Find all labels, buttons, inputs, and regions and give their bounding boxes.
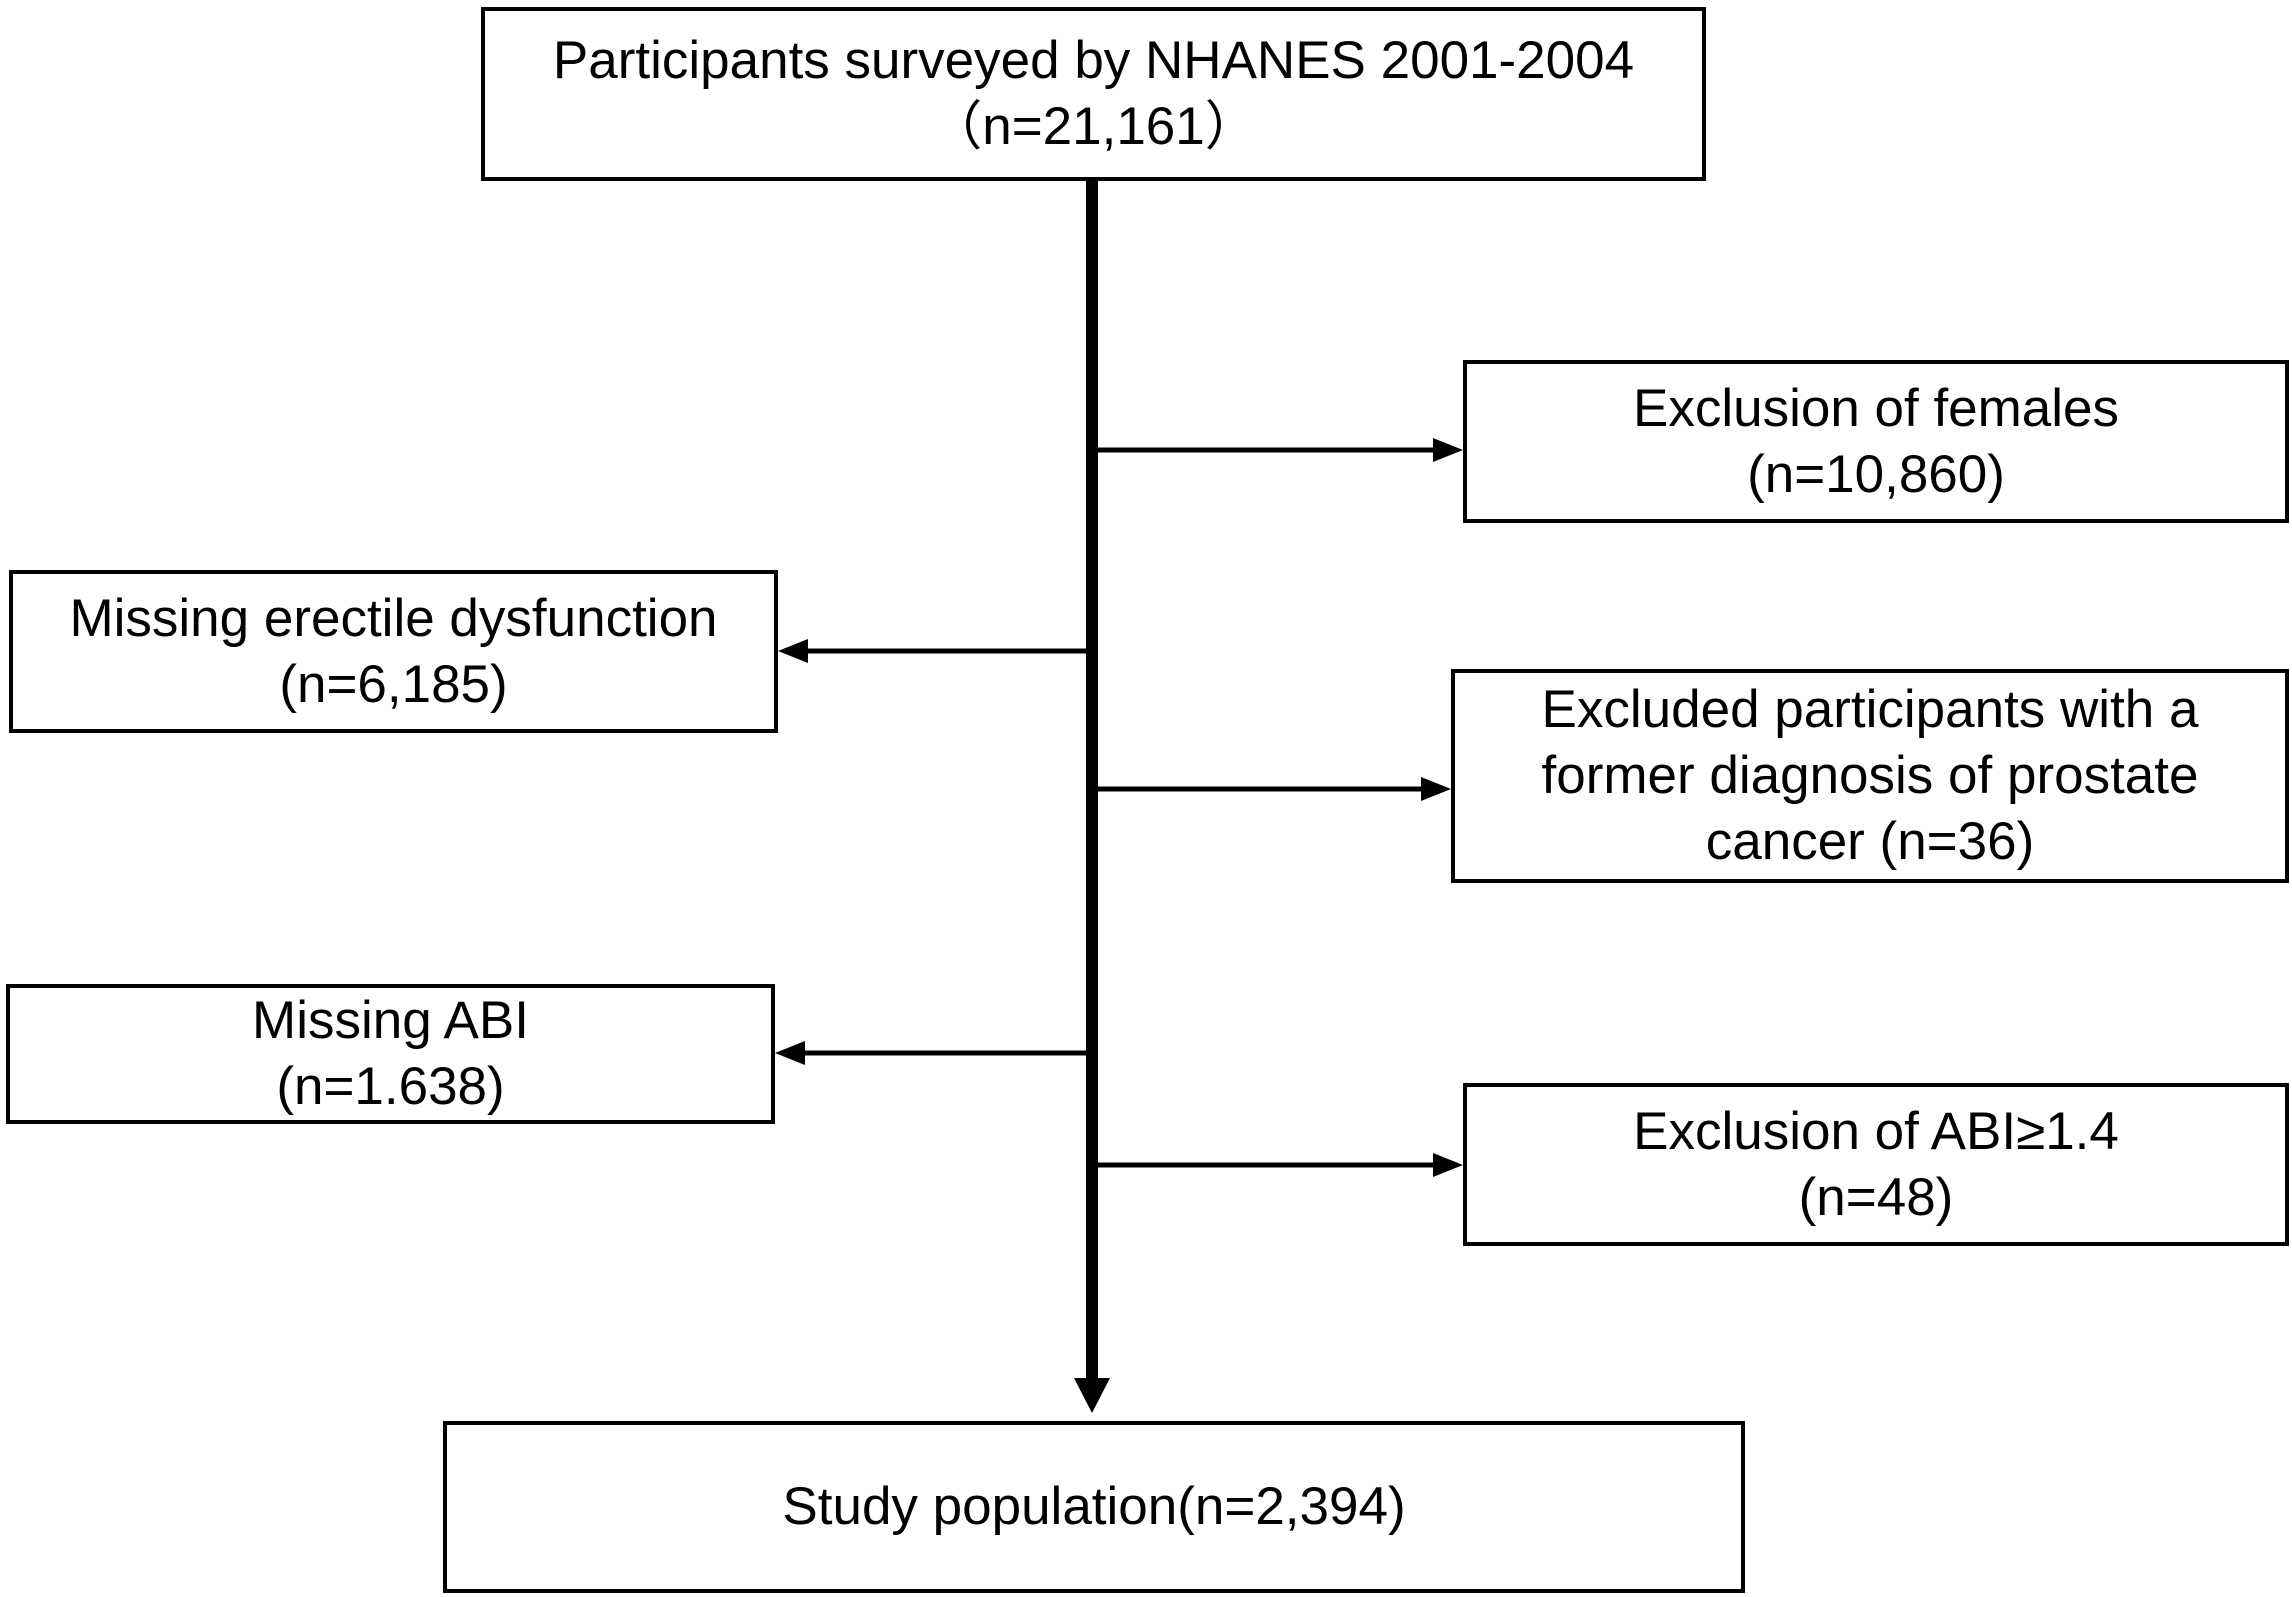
arrowhead-females <box>1433 438 1463 462</box>
box-exclusion-females: Exclusion of females (n=10,860) <box>1463 360 2289 523</box>
box-abi-missing-line2: (n=1.638) <box>276 1057 505 1116</box>
box-missing-erectile-dysfunction: Missing erectile dysfunction (n=6,185) <box>9 570 778 733</box>
box-females-line2: (n=10,860) <box>1747 444 2005 504</box>
arrowhead-ed <box>778 639 808 663</box>
box-prostate-line1: Excluded participants with a <box>1541 680 2199 739</box>
box-abi-missing-line1: Missing ABI <box>252 991 529 1050</box>
box-study-population: Study population(n=2,394) <box>443 1421 1745 1593</box>
box-prostate-line2: former diagnosis of prostate <box>1541 746 2199 805</box>
box-top-line2: （n=21,161） <box>929 97 1258 156</box>
arrowhead-abi-missing <box>775 1041 805 1065</box>
spine-arrowhead <box>1074 1378 1110 1413</box>
box-ed-line2: (n=6,185) <box>279 654 508 714</box>
box-top-line1: Participants surveyed by NHANES 2001-200… <box>552 31 1635 90</box>
box-abi-excl-line2: (n=48) <box>1798 1167 1954 1227</box>
arrowhead-prostate <box>1421 777 1451 801</box>
box-abi-excl-line1: Exclusion of ABI≥1.4 <box>1633 1101 2119 1161</box>
arrowhead-abi-excl <box>1433 1153 1463 1177</box>
box-study-line1: Study population(n=2,394) <box>782 1477 1406 1536</box>
box-excluded-prostate-cancer: Excluded participants with a former diag… <box>1451 669 2289 883</box>
box-missing-abi: Missing ABI (n=1.638) <box>6 984 775 1124</box>
box-participants-surveyed: Participants surveyed by NHANES 2001-200… <box>481 7 1706 181</box>
box-females-line1: Exclusion of females <box>1632 378 2120 438</box>
box-exclusion-abi: Exclusion of ABI≥1.4 (n=48) <box>1463 1083 2289 1246</box>
box-ed-line1: Missing erectile dysfunction <box>69 588 718 648</box>
box-prostate-line3: cancer (n=36) <box>1705 812 2035 871</box>
